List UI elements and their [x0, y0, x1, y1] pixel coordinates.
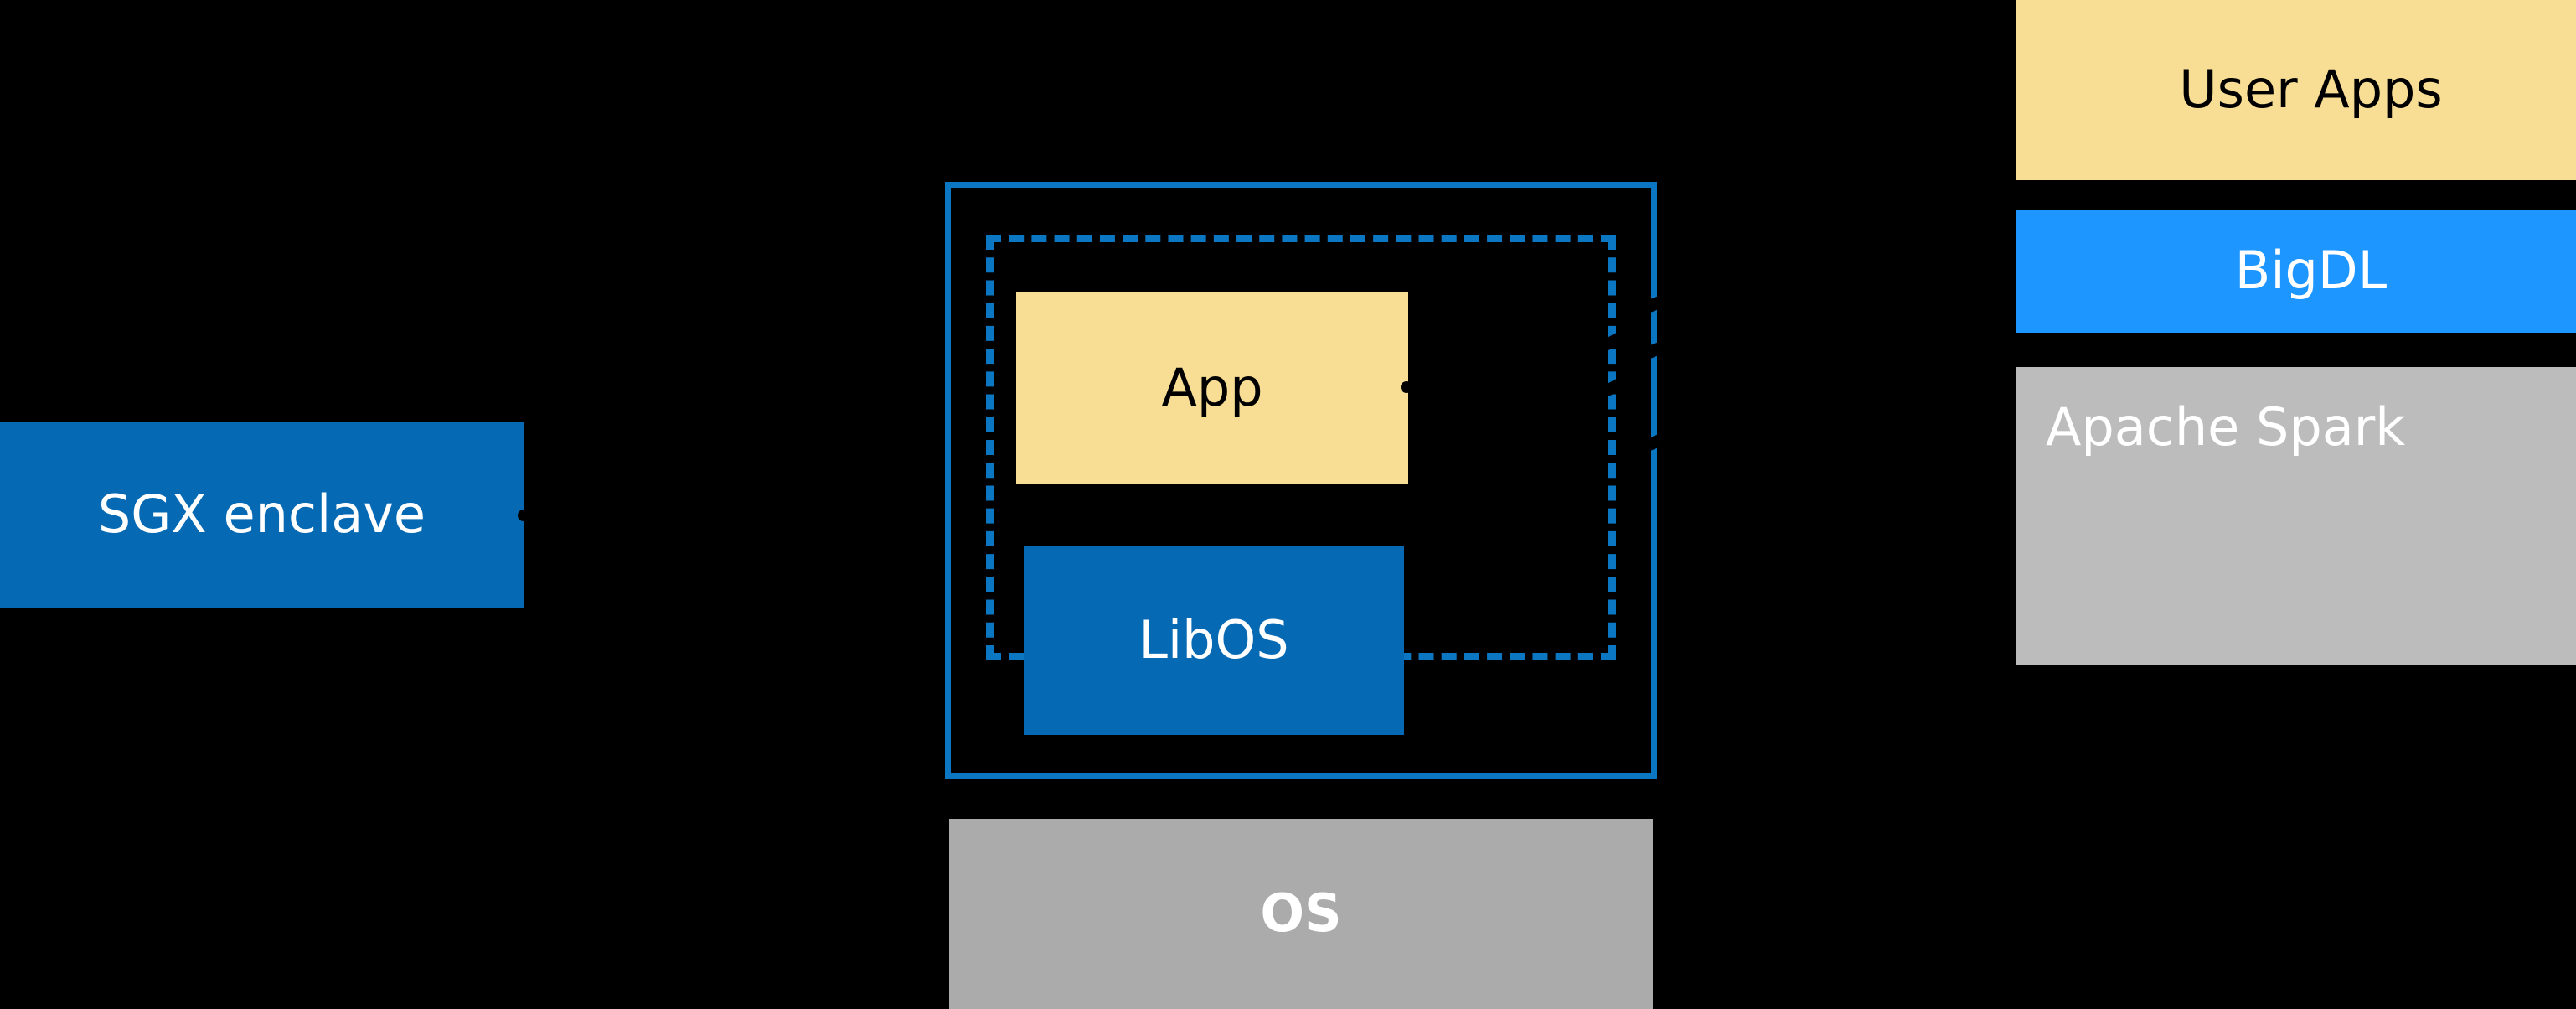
apache-spark-box: Apache Spark — [2016, 367, 2576, 665]
libos-box: LibOS — [1024, 546, 1404, 735]
user-apps-box: User Apps — [2016, 0, 2576, 180]
os-box: OS — [949, 819, 1653, 1009]
app-connector-endpoint-icon — [1401, 381, 1412, 393]
sgx-connector-endpoint-icon — [518, 510, 529, 521]
enclave-outer-boundary — [945, 182, 1657, 779]
connector-nick-middle-icon — [1649, 341, 1660, 360]
bigdl-box: BigDL — [2016, 210, 2576, 333]
app-box: App — [1016, 292, 1408, 484]
connector-nick-lower-icon — [1649, 433, 1660, 452]
sgx-enclave-box: SGX enclave — [0, 422, 524, 608]
connector-nick-upper-icon — [1649, 295, 1660, 313]
